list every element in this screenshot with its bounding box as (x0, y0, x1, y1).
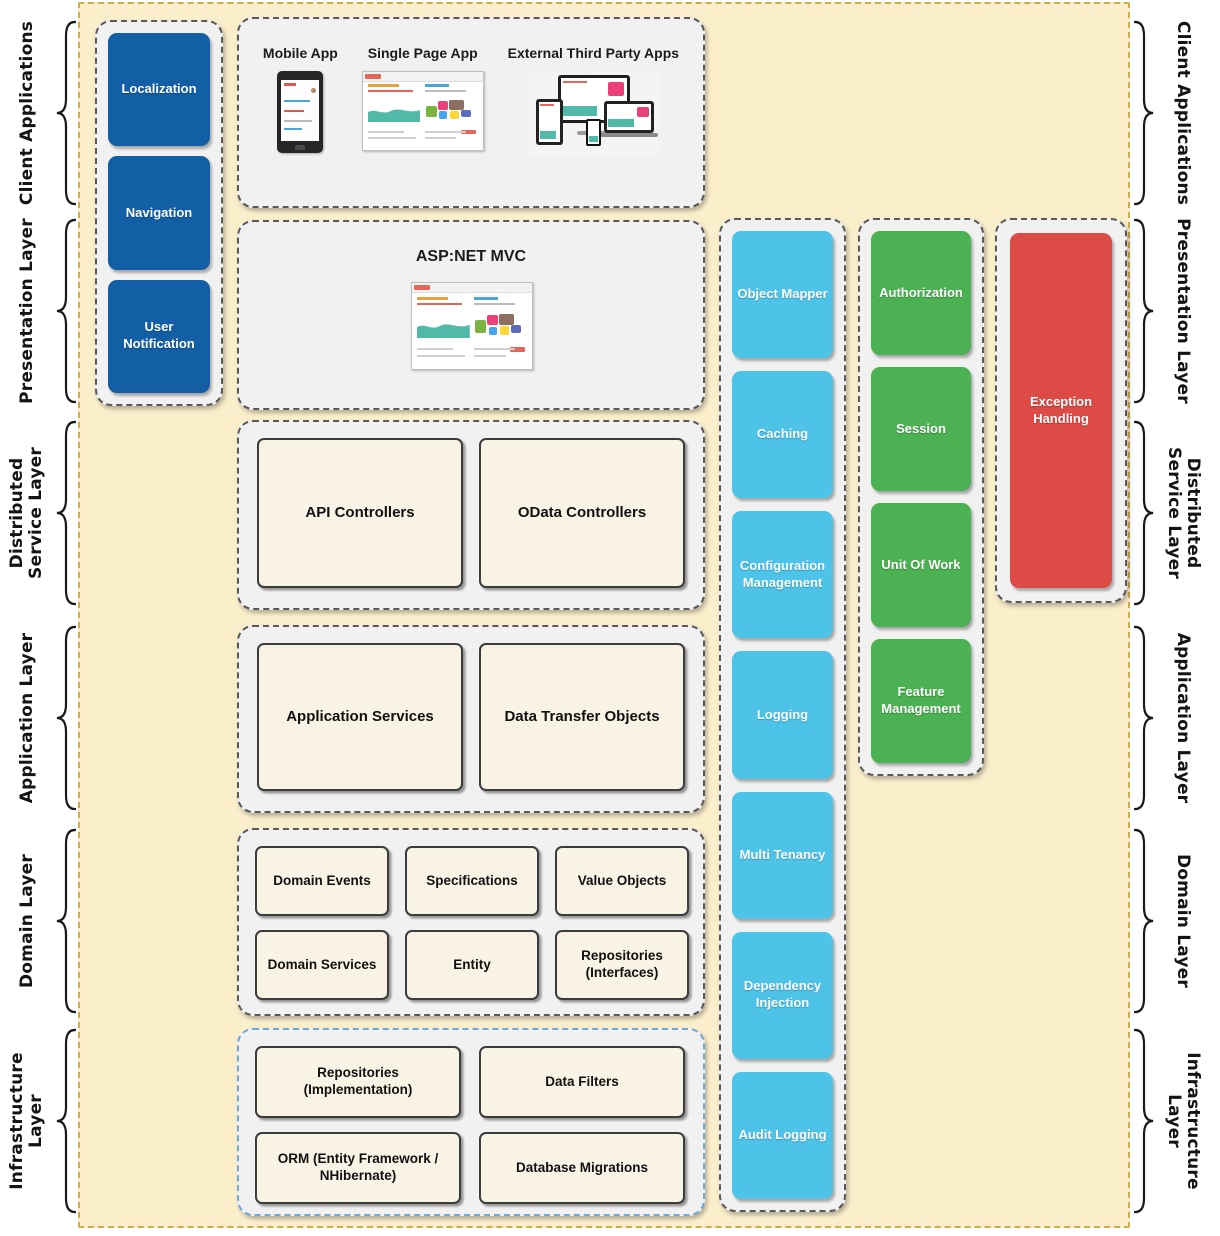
database-migrations-box: Database Migrations (479, 1132, 685, 1204)
mvc-title: ASP:NET MVC (415, 248, 527, 265)
spa-label: Single Page App (367, 45, 478, 61)
external-apps-label: External Third Party Apps (507, 45, 680, 61)
layer-group-application-right: Application Layer (1132, 625, 1210, 811)
mvc-panel: ASP:NET MVC (237, 220, 705, 410)
layer-label: Infrastructure Layer (1164, 1052, 1203, 1190)
exception-column: Exception Handling (995, 218, 1127, 603)
layer-label: Distributed Service Layer (1164, 447, 1203, 579)
layer-group-domain-left: Domain Layer (0, 828, 78, 1014)
authorization-box: Authorization (871, 231, 971, 355)
brace-icon (56, 420, 76, 606)
audit-logging-box: Audit Logging (732, 1071, 833, 1199)
layer-group-distributed-right: Distributed Service Layer (1132, 420, 1210, 606)
domain-events-box: Domain Events (255, 846, 389, 916)
exception-handling-box: Exception Handling (1010, 233, 1112, 588)
brace-icon (56, 828, 76, 1014)
session-box: Session (871, 367, 971, 491)
application-layer-panel: Application Services Data Transfer Objec… (237, 625, 705, 813)
layer-label: Application Layer (1173, 632, 1194, 804)
brace-icon (1134, 420, 1154, 606)
layer-group-distributed-left: Distributed Service Layer (0, 420, 78, 606)
cross-cutting-column: Object Mapper Caching Configuration Mana… (719, 218, 846, 1212)
specifications-box: Specifications (405, 846, 539, 916)
brace-icon (1134, 20, 1154, 206)
security-column: Authorization Session Unit Of Work Featu… (858, 218, 984, 776)
layer-label: Presentation Layer (16, 218, 37, 404)
external-apps-image (528, 71, 659, 155)
value-objects-box: Value Objects (555, 846, 689, 916)
mobile-app-item: Mobile App (263, 45, 338, 153)
mobile-app-label: Mobile App (262, 45, 338, 61)
layer-group-presentation-right: Presentation Layer (1132, 218, 1210, 404)
layer-group-presentation-left: Presentation Layer (0, 218, 78, 404)
layer-group-infrastructure-left: Infrastructure Layer (0, 1028, 78, 1214)
brace-icon (56, 20, 76, 206)
api-controllers-box: API Controllers (257, 438, 463, 588)
layer-label: Infrastructure Layer (7, 1052, 46, 1190)
brace-icon (56, 1028, 76, 1214)
dependency-injection-box: Dependency Injection (732, 931, 833, 1059)
feature-management-box: Feature Management (871, 639, 971, 763)
brace-icon (1134, 828, 1154, 1014)
layer-label: Presentation Layer (1173, 218, 1194, 404)
mobile-app-image (277, 71, 324, 153)
external-apps-item: External Third Party Apps (508, 45, 679, 155)
distributed-service-panel: API Controllers OData Controllers (237, 420, 705, 610)
infrastructure-layer-panel: Repositories (Implementation) Data Filte… (237, 1028, 705, 1216)
application-services-box: Application Services (257, 643, 463, 791)
user-notification-box: User Notification (108, 279, 210, 393)
brace-icon (56, 625, 76, 811)
odata-controllers-box: OData Controllers (479, 438, 685, 588)
layer-group-application-left: Application Layer (0, 625, 78, 811)
localization-box: Localization (108, 33, 210, 147)
unit-of-work-box: Unit Of Work (871, 503, 971, 627)
navigation-box: Navigation (108, 156, 210, 270)
repositories-implementation-box: Repositories (Implementation) (255, 1046, 461, 1118)
logging-box: Logging (732, 651, 833, 779)
domain-layer-panel: Domain Events Specifications Value Objec… (237, 828, 705, 1016)
brace-icon (56, 218, 76, 404)
brace-icon (1134, 1028, 1154, 1214)
repositories-interfaces-box: Repositories (Interfaces) (555, 930, 689, 1000)
caching-box: Caching (732, 371, 833, 499)
layer-group-client-applications-left: Client Applications (0, 20, 78, 206)
domain-services-box: Domain Services (255, 930, 389, 1000)
client-apps-panel: Mobile App Single Page App External Thir… (237, 17, 705, 208)
layer-label: Client Applications (1173, 20, 1194, 206)
orm-box: ORM (Entity Framework / NHibernate) (255, 1132, 461, 1204)
spa-screenshot-image (361, 71, 484, 151)
layer-label: Domain Layer (16, 854, 37, 989)
layer-label: Domain Layer (1173, 853, 1194, 988)
layer-group-client-applications-right: Client Applications (1132, 20, 1210, 206)
brace-icon (1134, 218, 1154, 404)
layer-label: Distributed Service Layer (7, 447, 46, 579)
mvc-screenshot-image (411, 282, 533, 370)
brace-icon (1134, 625, 1154, 811)
presentation-widgets-panel: Localization Navigation User Notificatio… (95, 20, 223, 406)
data-transfer-objects-box: Data Transfer Objects (479, 643, 685, 791)
entity-box: Entity (405, 930, 539, 1000)
layer-label: Application Layer (16, 632, 37, 804)
multi-tenancy-box: Multi Tenancy (732, 791, 833, 919)
object-mapper-box: Object Mapper (732, 231, 833, 359)
layer-group-domain-right: Domain Layer (1132, 828, 1210, 1014)
spa-item: Single Page App (361, 45, 484, 151)
layer-label: Client Applications (16, 20, 37, 206)
layer-group-infrastructure-right: Infrastructure Layer (1132, 1028, 1210, 1214)
data-filters-box: Data Filters (479, 1046, 685, 1118)
configuration-management-box: Configuration Management (732, 511, 833, 639)
